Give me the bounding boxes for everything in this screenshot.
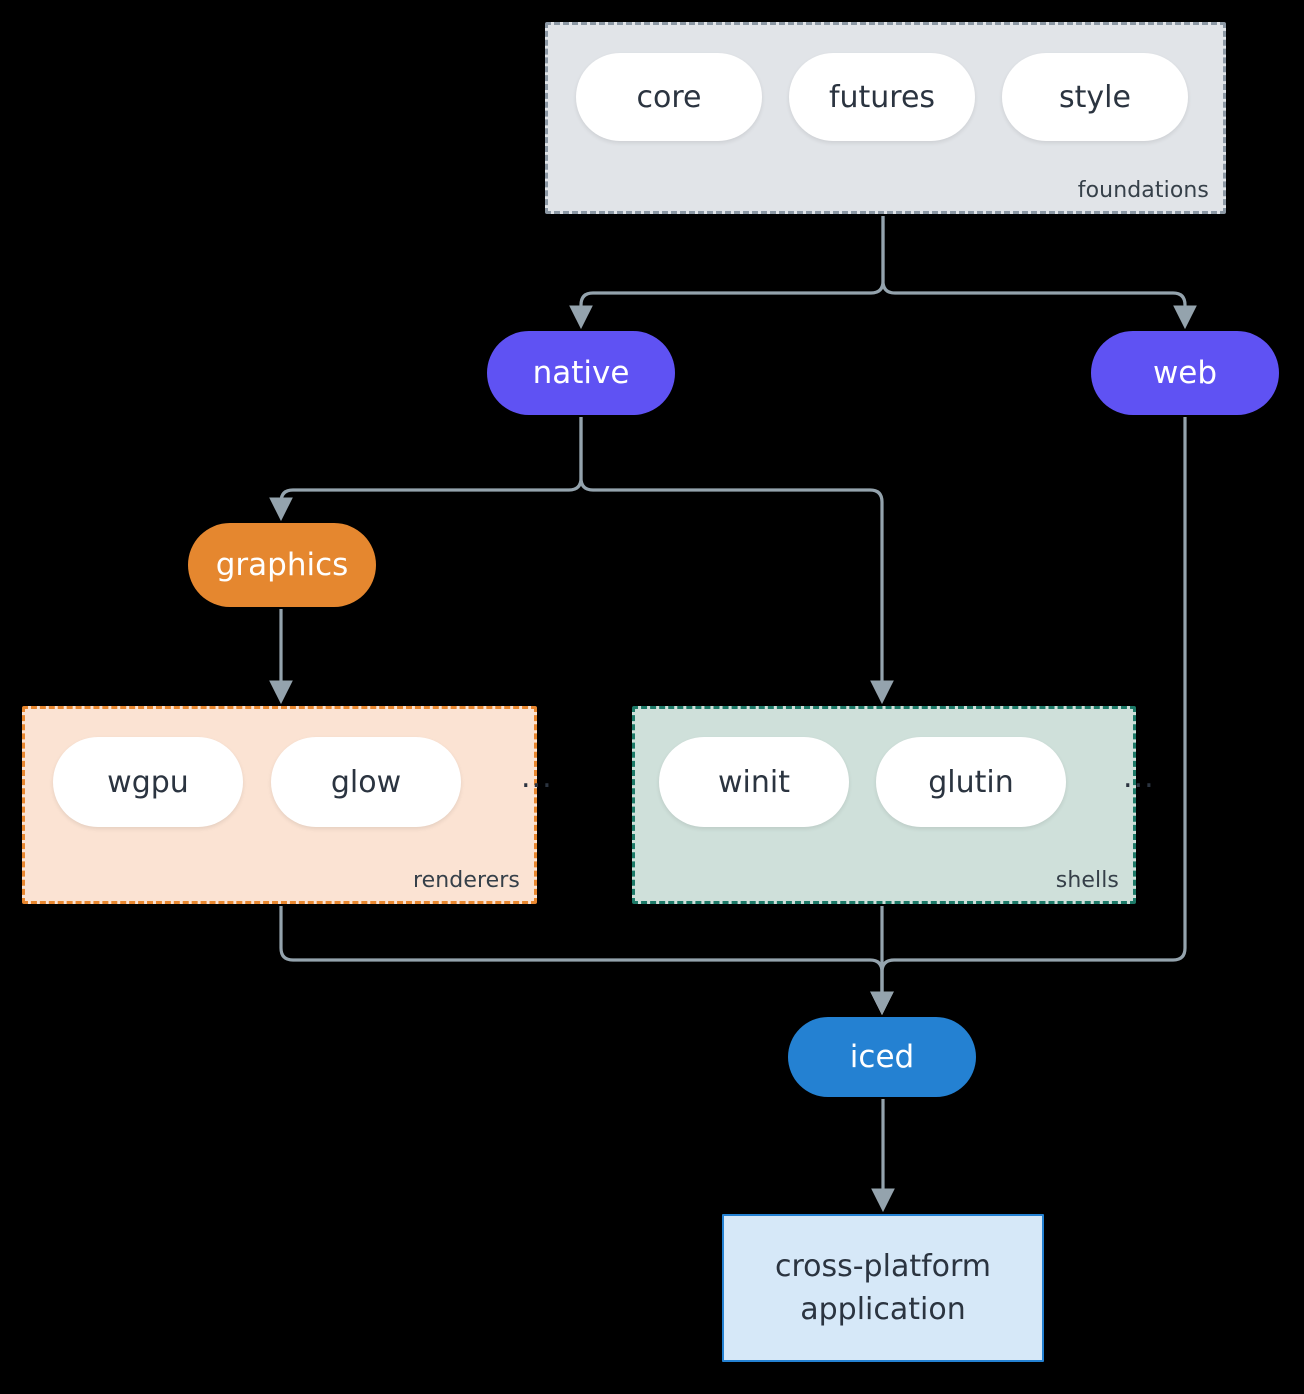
group-renderers: wgpu glow ... renderers <box>22 706 552 904</box>
group-label-foundations: foundations <box>1077 178 1209 203</box>
node-cross-platform-application: cross-platform application <box>722 1214 1044 1362</box>
node-web[interactable]: web <box>1091 331 1279 415</box>
chip-glow[interactable]: glow <box>271 737 461 827</box>
node-graphics[interactable]: graphics <box>188 523 376 607</box>
node-iced-label: iced <box>849 1039 915 1075</box>
shells-items: winit glutin ... <box>659 737 1155 827</box>
renderers-more-ellipsis: ... <box>521 760 553 795</box>
chip-glutin[interactable]: glutin <box>876 737 1066 827</box>
application-label-line2: application <box>800 1292 966 1327</box>
chip-core[interactable]: core <box>576 53 762 141</box>
chip-futures[interactable]: futures <box>789 53 975 141</box>
application-label-line1: cross-platform <box>774 1248 992 1284</box>
shells-more-ellipsis: ... <box>1123 760 1155 795</box>
chip-winit[interactable]: winit <box>659 737 849 827</box>
edge-foundations-to-web <box>881 216 1197 330</box>
chip-style[interactable]: style <box>1002 53 1188 141</box>
edge-renderers-to-iced <box>279 906 894 1016</box>
group-shells: winit glutin ... shells <box>632 706 1154 904</box>
node-web-label: web <box>1152 355 1218 391</box>
node-native[interactable]: native <box>487 331 675 415</box>
node-iced[interactable]: iced <box>788 1017 976 1097</box>
node-native-label: native <box>532 355 630 391</box>
group-foundations: core futures style foundations <box>545 22 1226 214</box>
renderers-items: wgpu glow ... <box>53 737 553 827</box>
edge-native-to-shells <box>579 417 894 705</box>
edge-native-to-graphics <box>269 417 583 522</box>
chip-wgpu[interactable]: wgpu <box>53 737 243 827</box>
node-graphics-label: graphics <box>215 547 349 583</box>
group-label-shells: shells <box>1055 868 1119 893</box>
group-label-renderers: renderers <box>412 868 520 893</box>
edge-foundations-to-native <box>569 216 885 330</box>
foundations-items: core futures style <box>576 53 1188 141</box>
